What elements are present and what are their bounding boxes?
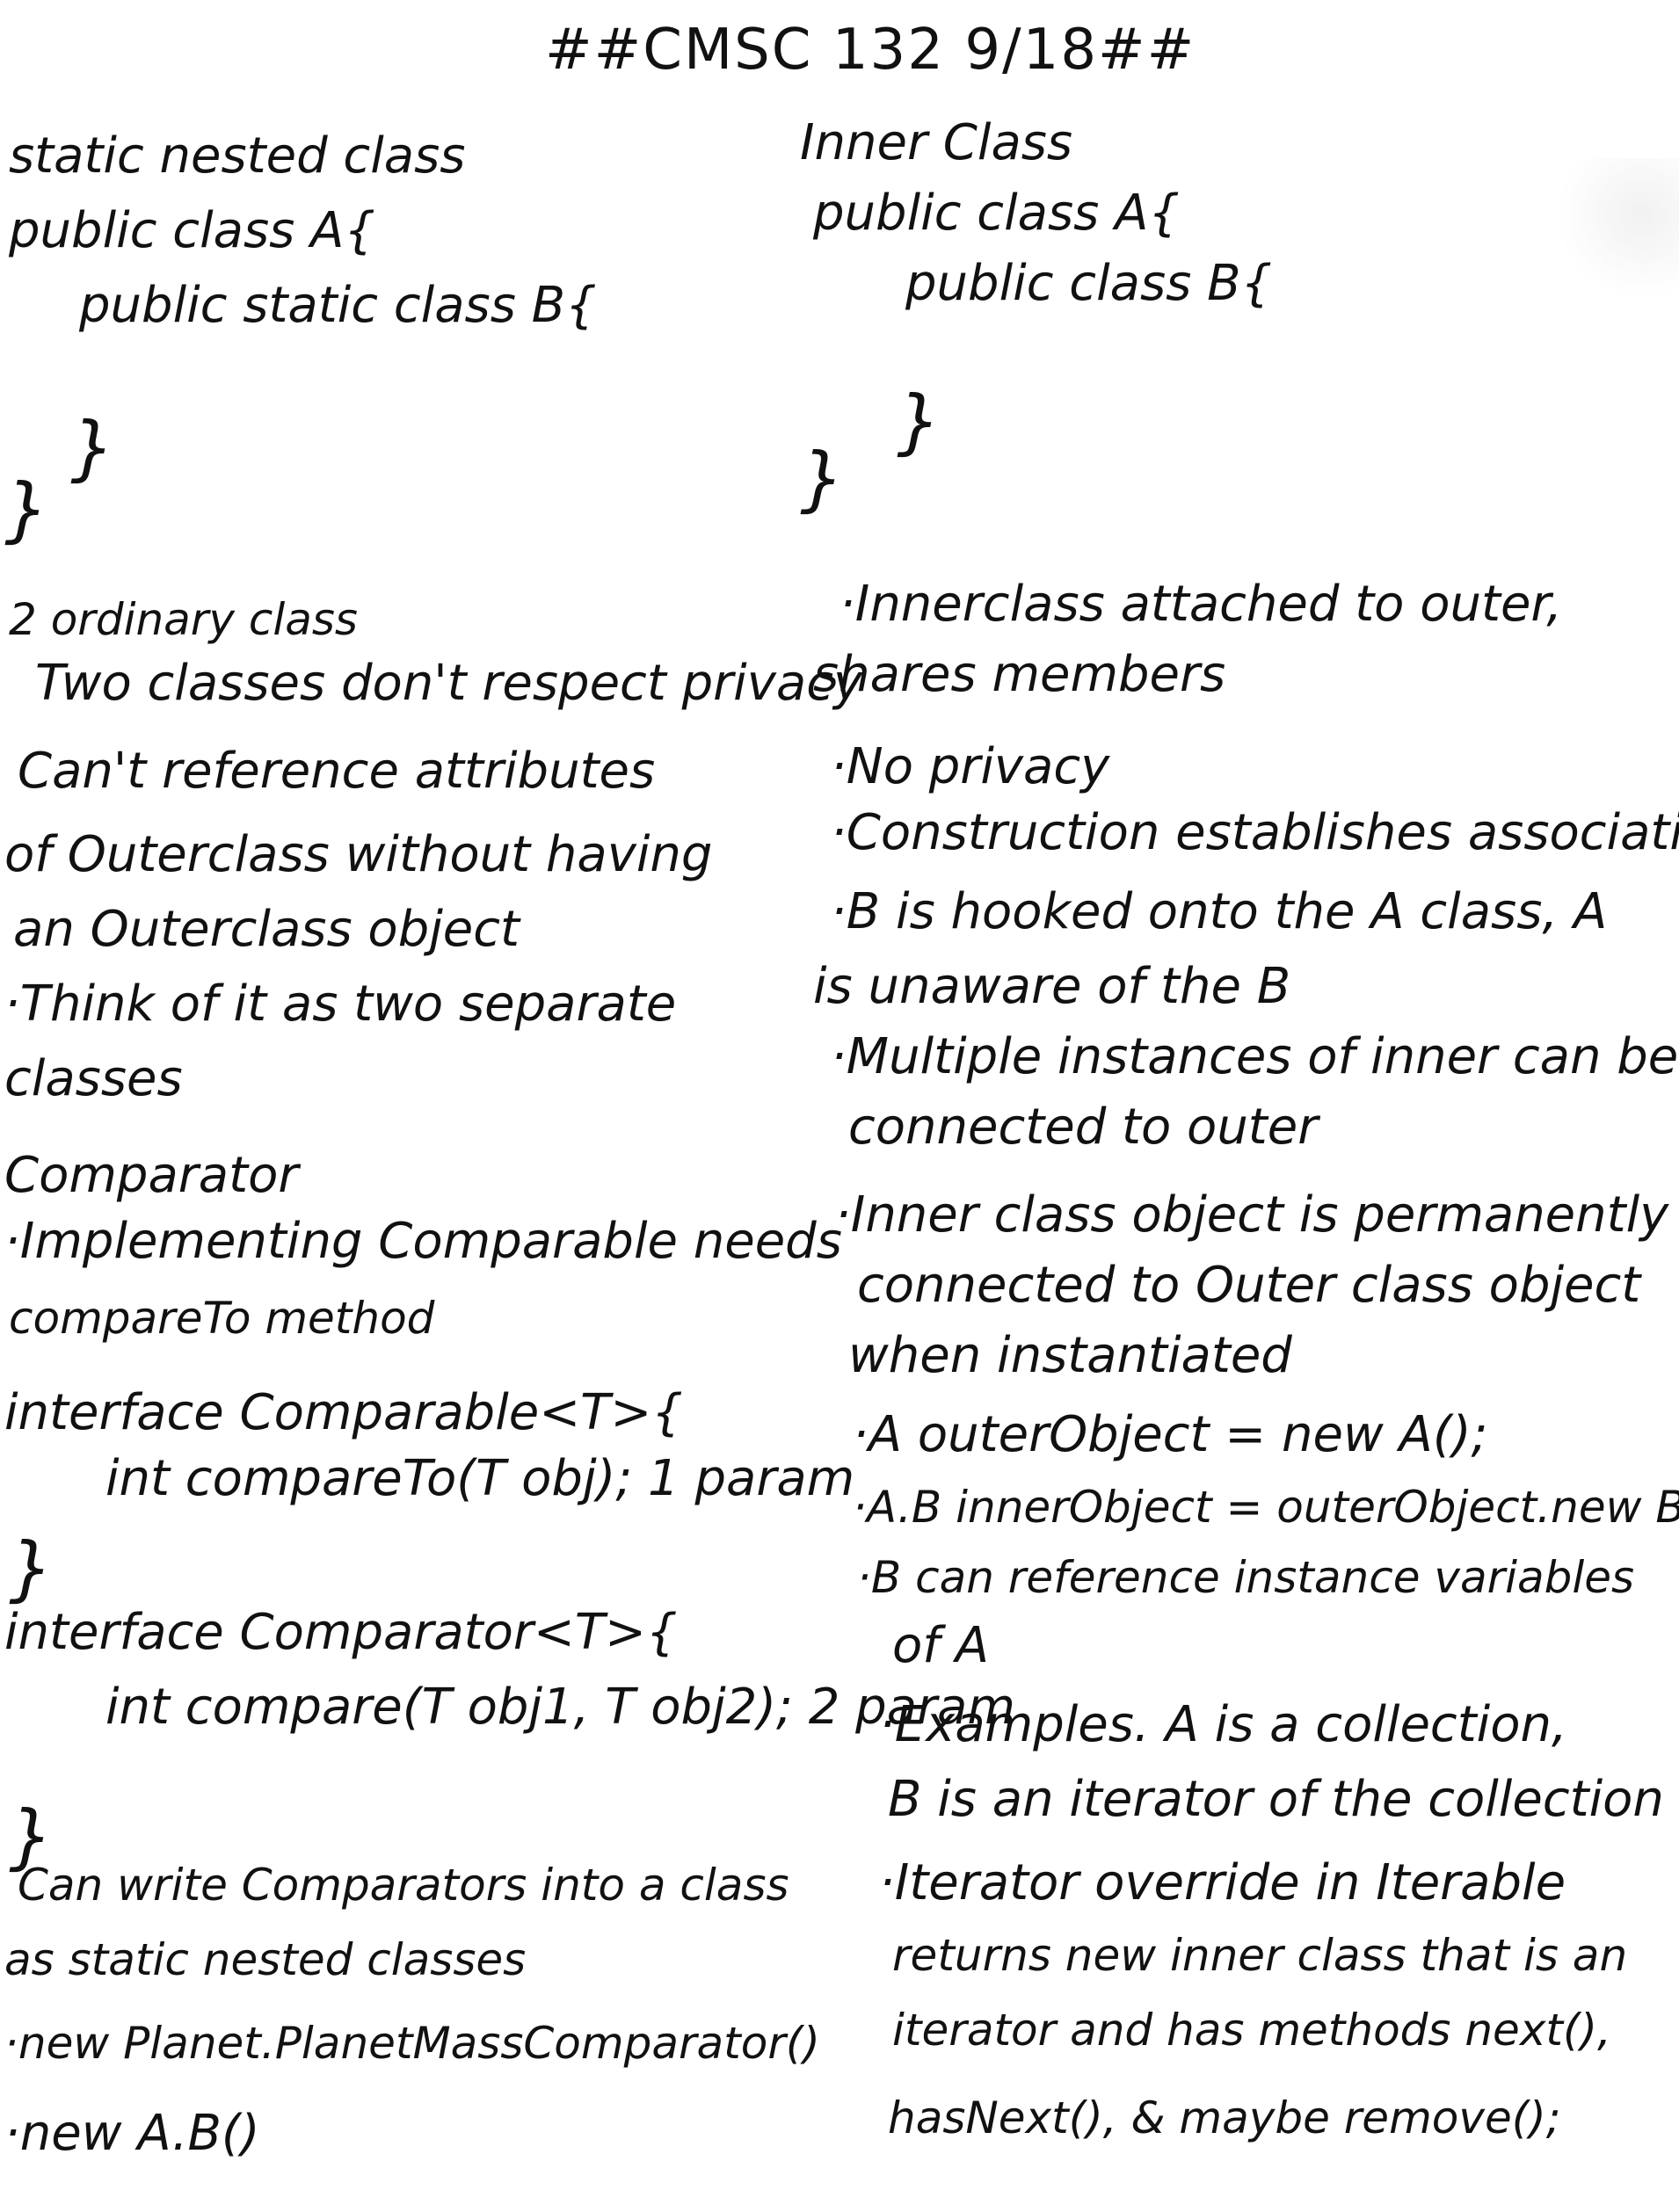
closing-brace: } — [70, 407, 115, 489]
note-line: ·Iterator override in Iterable — [879, 1854, 1566, 1911]
note-line: Comparator — [4, 1147, 299, 1204]
note-line: an Outerclass object — [13, 901, 520, 958]
paper-stain — [1556, 158, 1679, 299]
code-line: int compareTo(T obj); 1 param — [105, 1450, 855, 1507]
note-line: static nested class — [9, 127, 466, 185]
note-line: ·Think of it as two separate — [4, 975, 677, 1033]
closing-brace: } — [9, 1527, 54, 1609]
note-line: is unaware of the B — [813, 958, 1291, 1015]
note-line: classes — [4, 1050, 183, 1107]
note-line: ·Innerclass attached to outer, — [840, 576, 1563, 633]
note-line: returns new inner class that is an — [892, 1930, 1628, 1981]
note-line: when instantiated — [848, 1327, 1292, 1384]
code-line: ·A.B innerObject = outerObject.new B() — [853, 1482, 1679, 1533]
note-line: connected to Outer class object — [857, 1257, 1641, 1314]
note-line: ·Multiple instances of inner can be — [831, 1028, 1679, 1085]
note-line: ·Implementing Comparable needs — [4, 1213, 842, 1270]
closing-brace: } — [897, 381, 941, 462]
note-line: Can write Comparators into a class — [18, 1860, 789, 1911]
code-line: ·A outerObject = new A(); — [853, 1406, 1488, 1463]
note-line: Two classes don't respect privacy — [35, 655, 863, 712]
note-line: Inner Class — [800, 114, 1073, 171]
code-line: interface Comparable<T>{ — [4, 1384, 683, 1441]
page-title: ##CMSC 132 9/18## — [545, 18, 1196, 83]
note-line: ·new A.B() — [4, 2105, 260, 2162]
note-line: public static class B{ — [79, 277, 597, 334]
note-line: of Outerclass without having — [4, 826, 713, 883]
note-line: public class A{ — [9, 202, 376, 259]
code-line: interface Comparator<T>{ — [4, 1604, 678, 1661]
note-line: hasNext(), & maybe remove(); — [888, 2092, 1561, 2143]
closing-brace: } — [9, 1795, 54, 1877]
note-line: connected to outer — [848, 1099, 1319, 1156]
note-line: compareTo method — [9, 1293, 435, 1344]
note-line: Can't reference attributes — [18, 743, 656, 800]
note-line: ·Examples. A is a collection, — [879, 1696, 1567, 1753]
note-line: ·Construction establishes association — [831, 804, 1679, 861]
note-line: ·Inner class object is permanently — [835, 1186, 1669, 1244]
code-line: public class B{ — [905, 255, 1273, 312]
note-line: ·B can reference instance variables — [857, 1552, 1635, 1603]
note-line: 2 ordinary class — [9, 594, 358, 645]
note-line: as static nested classes — [4, 1934, 527, 1985]
closing-brace: } — [800, 438, 845, 519]
note-line: ·new Planet.PlanetMassComparator() — [4, 2018, 820, 2069]
note-line: shares members — [813, 646, 1226, 703]
note-line: of A — [892, 1617, 990, 1674]
note-line: B is an iterator of the collection — [888, 1771, 1664, 1828]
closing-brace: } — [4, 468, 49, 550]
code-line: public class A{ — [813, 185, 1181, 242]
note-line: iterator and has methods next(), — [892, 2005, 1611, 2056]
note-line: ·No privacy — [831, 738, 1110, 795]
code-line: int compare(T obj1, T obj2); 2 param — [105, 1679, 1015, 1736]
note-line: ·B is hooked onto the A class, A — [831, 883, 1608, 940]
